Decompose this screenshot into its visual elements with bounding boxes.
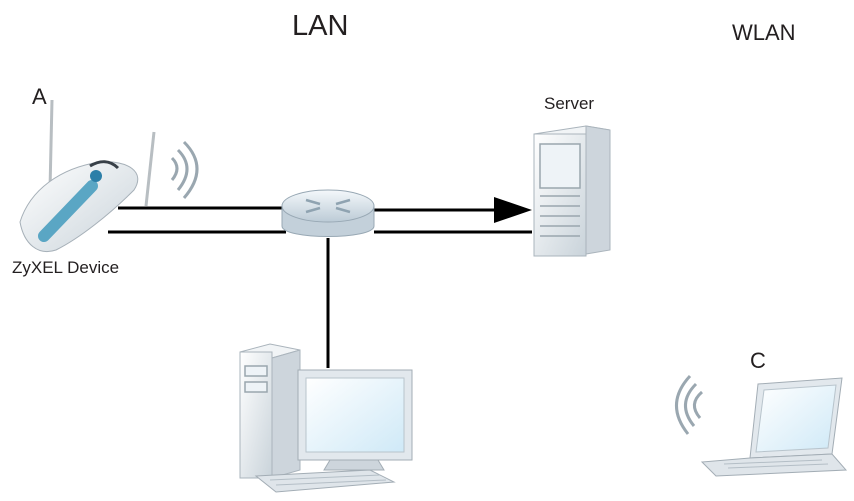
connection-lines — [108, 206, 532, 368]
server-label: Server — [544, 94, 595, 113]
wireless-waves-icon — [170, 140, 199, 199]
lan-label: LAN — [292, 10, 349, 42]
label-a: A — [32, 84, 47, 109]
label-c: C — [750, 348, 766, 373]
wireless-waves-icon — [675, 374, 704, 435]
arrowhead — [494, 197, 532, 223]
server-tower-icon — [533, 125, 611, 257]
wireless-access-point-icon — [19, 99, 156, 252]
desktop-computer-icon — [239, 343, 413, 493]
router-switch-icon — [281, 189, 375, 237]
zyxel-device-label: ZyXEL Device — [12, 258, 120, 277]
laptop-icon — [700, 377, 848, 477]
wlan-label: WLAN — [732, 20, 796, 45]
